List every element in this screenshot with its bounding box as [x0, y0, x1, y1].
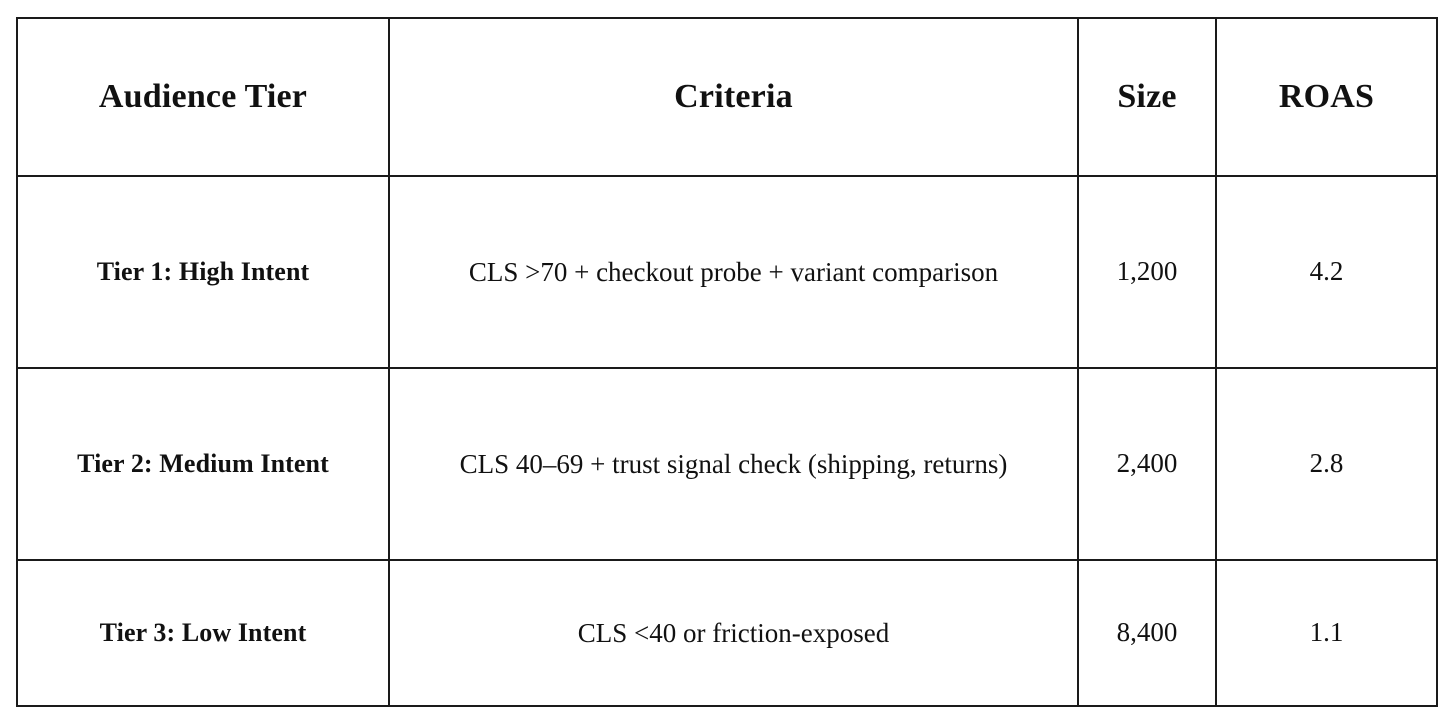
cell-size: 2,400: [1077, 367, 1217, 561]
cell-criteria: CLS <40 or friction-exposed: [388, 559, 1079, 707]
table-header: Audience Tier Criteria Size ROAS: [16, 17, 1438, 177]
column-header-size: Size: [1077, 17, 1217, 177]
audience-tier-table-container: Audience Tier Criteria Size ROAS Tier 1:…: [16, 17, 1438, 707]
table-header-row: Audience Tier Criteria Size ROAS: [16, 17, 1438, 177]
cell-size: 8,400: [1077, 559, 1217, 707]
table-body: Tier 1: High Intent CLS >70 + checkout p…: [16, 175, 1438, 707]
cell-criteria: CLS 40–69 + trust signal check (shipping…: [388, 367, 1079, 561]
cell-audience-tier: Tier 3: Low Intent: [16, 559, 390, 707]
cell-roas: 4.2: [1215, 175, 1438, 369]
cell-roas: 1.1: [1215, 559, 1438, 707]
audience-tier-table: Audience Tier Criteria Size ROAS Tier 1:…: [16, 17, 1438, 707]
cell-audience-tier: Tier 1: High Intent: [16, 175, 390, 369]
table-row: Tier 3: Low Intent CLS <40 or friction-e…: [16, 559, 1438, 707]
cell-roas: 2.8: [1215, 367, 1438, 561]
table-row: Tier 2: Medium Intent CLS 40–69 + trust …: [16, 367, 1438, 561]
cell-size: 1,200: [1077, 175, 1217, 369]
table-row: Tier 1: High Intent CLS >70 + checkout p…: [16, 175, 1438, 369]
column-header-criteria: Criteria: [388, 17, 1079, 177]
column-header-audience-tier: Audience Tier: [16, 17, 390, 177]
cell-audience-tier: Tier 2: Medium Intent: [16, 367, 390, 561]
cell-criteria: CLS >70 + checkout probe + variant compa…: [388, 175, 1079, 369]
column-header-roas: ROAS: [1215, 17, 1438, 177]
